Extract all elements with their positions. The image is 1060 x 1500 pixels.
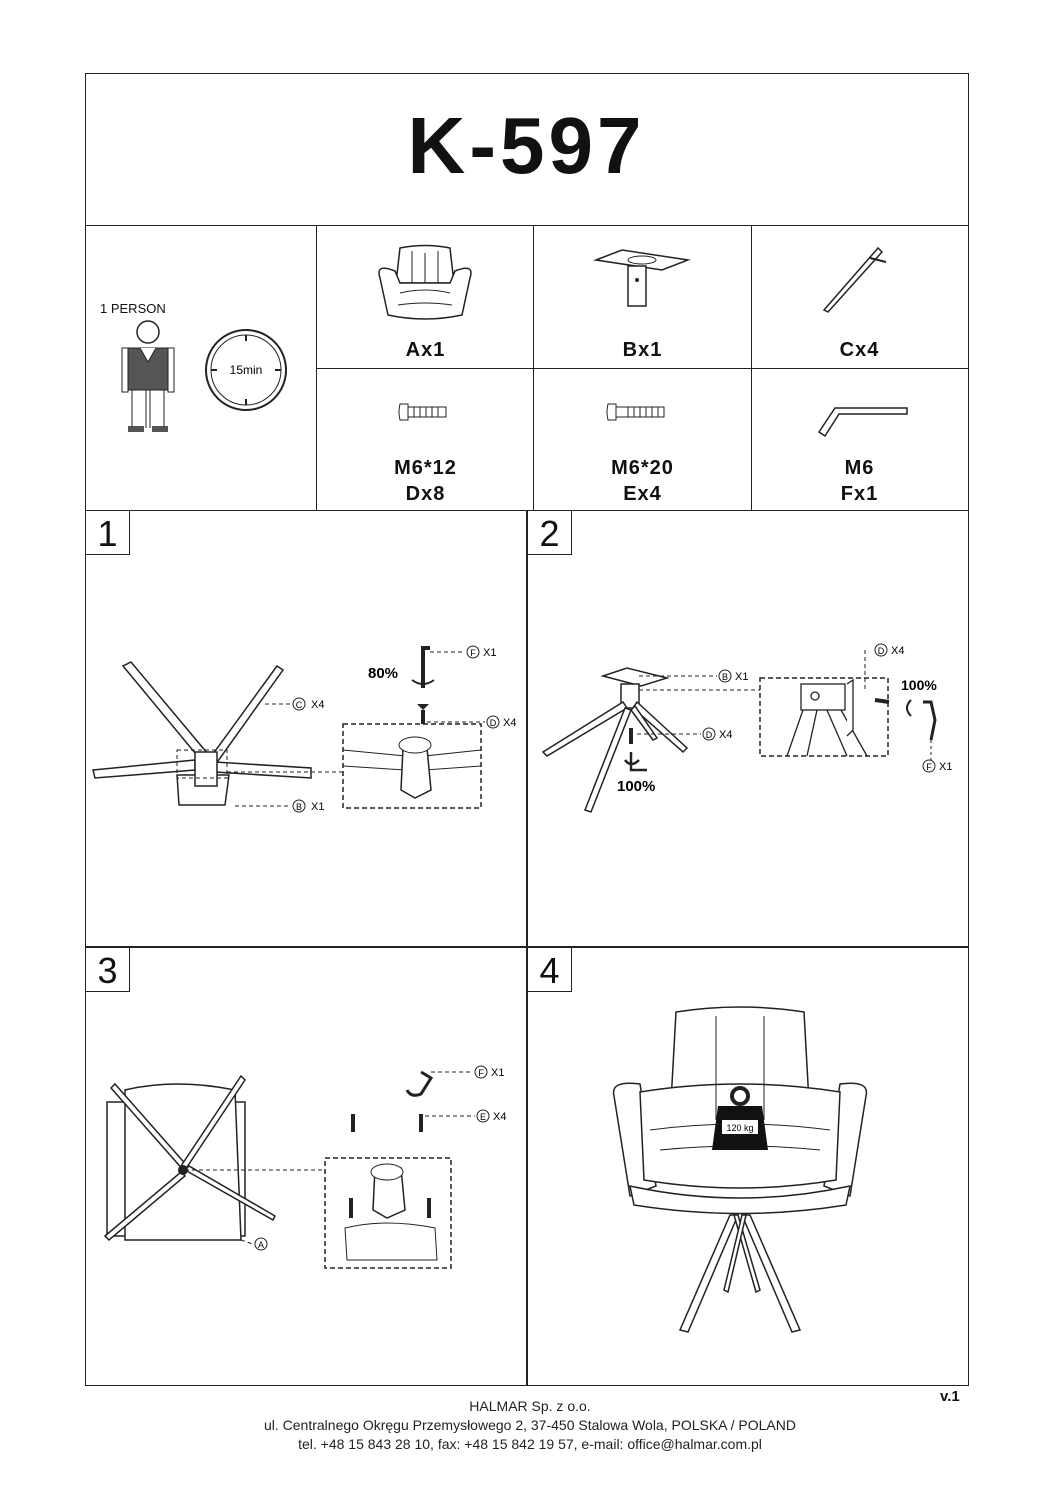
callout-letter: E bbox=[480, 1112, 486, 1122]
step-1-number: 1 bbox=[85, 510, 130, 555]
persons-label: 1 PERSON bbox=[100, 301, 166, 316]
callout-qty: X4 bbox=[503, 717, 516, 729]
callout-qty: X4 bbox=[719, 729, 732, 741]
clock-icon: 15min bbox=[205, 329, 287, 411]
callout-qty: X1 bbox=[311, 801, 324, 813]
callout-letter: D bbox=[878, 646, 885, 656]
callout-qty: X4 bbox=[493, 1111, 506, 1123]
part-d-size: M6*12 bbox=[394, 457, 457, 479]
part-d-label: Dx8 bbox=[405, 483, 446, 505]
callout-letter: D bbox=[490, 718, 497, 728]
step-3-illustration: A F X1 E X4 bbox=[103, 1065, 506, 1269]
part-e-bolt-icon bbox=[606, 403, 665, 421]
model-title: K-597 bbox=[407, 101, 646, 190]
callout-letter: B bbox=[296, 802, 302, 812]
callout-qty: X1 bbox=[491, 1067, 504, 1079]
callout-letter: F bbox=[478, 1068, 484, 1078]
step-3-number: 3 bbox=[85, 947, 130, 992]
footer-contact: tel. +48 15 843 28 10, fax: +48 15 842 1… bbox=[298, 1436, 762, 1452]
time-label: 15min bbox=[230, 363, 263, 377]
torque-label: 80% bbox=[368, 665, 398, 682]
part-a-label: Ax1 bbox=[405, 339, 446, 361]
callout-letter: D bbox=[706, 730, 713, 740]
part-f-label: Fx1 bbox=[840, 483, 879, 505]
parts-grid-mid bbox=[533, 225, 752, 511]
step-2-number: 2 bbox=[527, 510, 572, 555]
part-a-chair-seat-icon bbox=[378, 244, 472, 320]
part-b-seat-plate-icon bbox=[593, 249, 691, 307]
callout-qty: X1 bbox=[939, 761, 952, 773]
part-e-label: Ex4 bbox=[623, 483, 662, 505]
version-label: v.1 bbox=[940, 1388, 960, 1405]
callout-qty: X4 bbox=[891, 645, 904, 657]
callout-qty: X4 bbox=[311, 699, 324, 711]
torque-label-2: 100% bbox=[901, 677, 937, 693]
parts-grid-bottom bbox=[316, 368, 969, 511]
part-f-size: M6 bbox=[844, 457, 875, 479]
part-e-size: M6*20 bbox=[611, 457, 674, 479]
callout-letter: B bbox=[722, 672, 728, 682]
callout-letter: F bbox=[926, 762, 932, 772]
part-b-label: Bx1 bbox=[622, 339, 663, 361]
part-d-bolt-icon bbox=[398, 403, 447, 421]
callout-letter: C bbox=[296, 700, 303, 710]
parts-grid-top bbox=[316, 225, 969, 369]
footer-address: ul. Centralnego Okręgu Przemysłowego 2, … bbox=[263, 1417, 796, 1433]
callout-qty: X1 bbox=[735, 671, 748, 683]
part-f-allen-key-icon bbox=[817, 407, 908, 438]
torque-label: 100% bbox=[617, 778, 655, 795]
step-4-number: 4 bbox=[527, 947, 572, 992]
step-1-illustration: C X4 B X1 F X1 80% D X4 bbox=[92, 645, 516, 813]
max-weight-label: 120 kg bbox=[726, 1123, 753, 1133]
footer-company: HALMAR Sp. z o.o. bbox=[469, 1398, 591, 1414]
callout-letter: F bbox=[470, 648, 476, 658]
part-c-label: Cx4 bbox=[839, 339, 880, 361]
callout-qty: X1 bbox=[483, 647, 496, 659]
part-c-leg-icon bbox=[822, 246, 887, 313]
callout-letter: A bbox=[258, 1240, 264, 1250]
step-4-chair-illustration: 120 kg bbox=[612, 1006, 868, 1333]
person-icon bbox=[121, 320, 175, 432]
step-2-illustration: B X1 D X4 100% D X4 100% F X1 bbox=[541, 643, 952, 813]
